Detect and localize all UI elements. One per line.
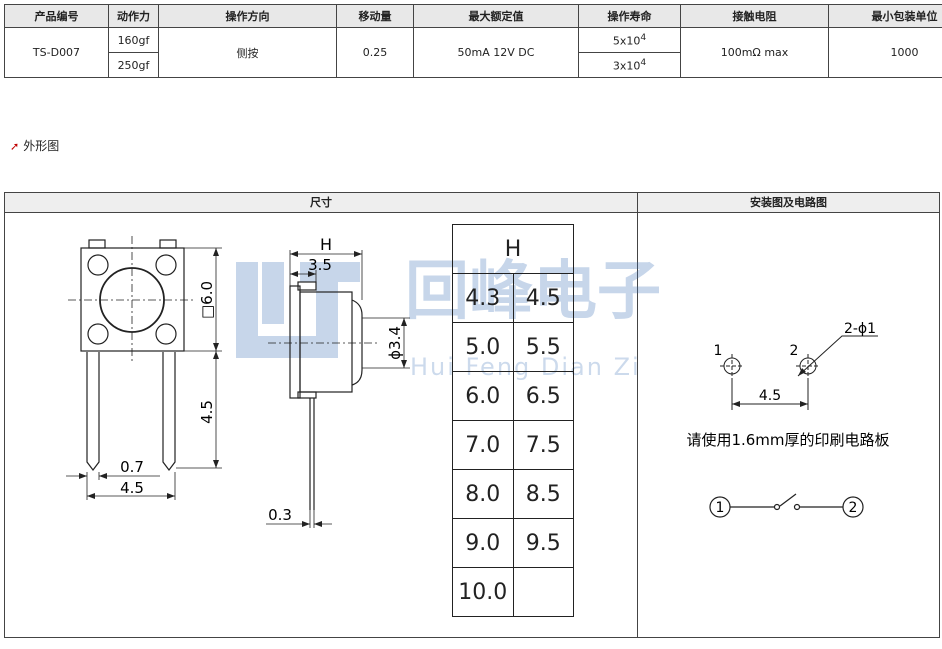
h-table-row: 4.3 4.5 (452, 273, 574, 323)
switch-body-outline (80, 247, 185, 352)
h-table: H 4.3 4.5 5.0 5.5 6.0 6.5 7.0 7.5 8.0 8.… (452, 224, 574, 617)
dim-6-label: □6.0 (198, 281, 216, 319)
dim-h-label: H (320, 235, 332, 254)
h-table-row: 6.0 6.5 (452, 371, 574, 421)
h-value: 6.5 (512, 371, 574, 421)
min-pack-cell: 1000 (828, 27, 942, 78)
spec-header-min-pack: 最小包装单位 (828, 4, 942, 28)
life-cell: 3x104 (578, 52, 681, 78)
red-arrow-icon: ➚ (10, 140, 20, 153)
dim-3-5-label: 3.5 (308, 256, 332, 274)
rating-cell: 50mA 12V DC (413, 27, 579, 78)
spec-header-rating: 最大额定值 (413, 4, 579, 28)
direction-cell: 侧按 (158, 27, 337, 78)
h-value: 10.0 (452, 567, 514, 617)
dim-0-3-label: 0.3 (268, 506, 292, 524)
side-actuator (351, 299, 363, 386)
h-value: 9.5 (512, 518, 574, 568)
dim-0-7-label: 0.7 (120, 458, 144, 476)
hole-label: 2-ϕ1 (844, 321, 876, 337)
switch-contact-lever (779, 493, 797, 507)
spec-table: 产品编号 动作力 操作方向 移动量 最大额定值 操作寿命 接触电阻 最小包装单位… (4, 4, 942, 78)
circuit-terminal-2-label: 2 (849, 500, 858, 516)
force-cell: 250gf (108, 52, 159, 78)
switch-circuit (709, 493, 864, 518)
spec-header-travel: 移动量 (336, 4, 414, 28)
watermark-logo-icon (236, 262, 360, 358)
pin-2-label: 2 (790, 343, 799, 359)
section-title: ➚外形图 (10, 137, 59, 154)
h-value: 8.5 (512, 469, 574, 519)
h-table-header-row: H (452, 224, 574, 274)
dim-phi-label: ϕ3.4 (386, 326, 404, 360)
life-base: 5x10 (612, 34, 641, 48)
h-table-header: H (452, 224, 574, 274)
h-value: 4.3 (452, 273, 514, 323)
spec-header-direction: 操作方向 (158, 4, 337, 28)
force-cell: 160gf (108, 27, 159, 53)
life-exp: 4 (640, 32, 647, 44)
hole-spacing-label: 4.5 (759, 388, 781, 404)
travel-cell: 0.25 (336, 27, 414, 78)
h-value: 9.0 (452, 518, 514, 568)
drawing-panel: 尺寸 安装图及电路图 (4, 192, 940, 638)
section-title-text: 外形图 (23, 139, 60, 153)
pcb-note: 请使用1.6mm厚的印刷电路板 (686, 431, 889, 449)
pin-1-label: 1 (714, 343, 723, 359)
h-value: 6.0 (452, 371, 514, 421)
spec-header-part-no: 产品编号 (4, 4, 109, 28)
h-table-row: 5.0 5.5 (452, 322, 574, 372)
panel-divider (637, 193, 638, 637)
part-no-cell: TS-D007 (4, 27, 109, 78)
h-value: 5.0 (452, 322, 514, 372)
spec-header-resistance: 接触电阻 (680, 4, 829, 28)
dim-4-5-horiz-label: 4.5 (120, 479, 144, 497)
spec-row: TS-D007 160gf 侧按 0.25 50mA 12V DC 5x104 … (4, 27, 942, 78)
dimensions-header: 尺寸 (5, 193, 637, 213)
circuit-terminal-1-label: 1 (716, 500, 725, 516)
life-exp: 4 (640, 57, 647, 69)
h-value (512, 567, 574, 617)
spec-row: 250gf 3x104 (5, 52, 942, 78)
h-table-row: 10.0 (452, 567, 574, 617)
resistance-cell: 100mΩ max (680, 27, 829, 78)
h-value: 4.5 (512, 273, 574, 323)
spec-header-row: 产品编号 动作力 操作方向 移动量 最大额定值 操作寿命 接触电阻 最小包装单位 (4, 4, 942, 28)
install-header: 安装图及电路图 (638, 193, 939, 213)
h-value: 5.5 (512, 322, 574, 372)
life-base: 3x10 (612, 59, 641, 73)
dim-4-5-vert-label: 4.5 (198, 400, 216, 424)
h-table-row: 9.0 9.5 (452, 518, 574, 568)
h-value: 7.5 (512, 420, 574, 470)
